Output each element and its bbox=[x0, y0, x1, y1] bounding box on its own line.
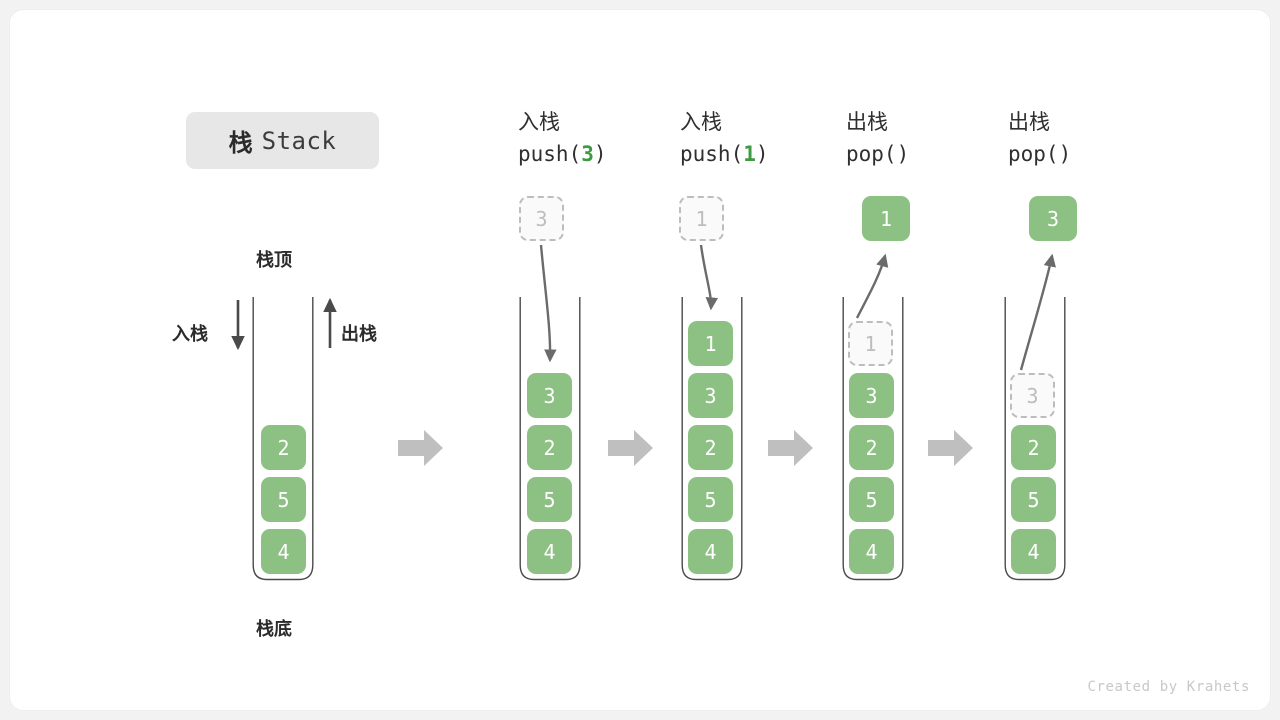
step-arrow-icon bbox=[608, 428, 654, 468]
stack-ghost-cell: 3 bbox=[1010, 373, 1055, 418]
stack-tube-pop-3 bbox=[1004, 297, 1066, 581]
stack-cell: 5 bbox=[849, 477, 894, 522]
pop-direction-label: 出栈 bbox=[341, 324, 377, 344]
incoming-ghost-cell: 3 bbox=[519, 196, 564, 241]
stack-cell: 2 bbox=[527, 425, 572, 470]
column-header-push-3: 入栈 push(3) bbox=[518, 108, 688, 170]
step-arrow-icon bbox=[398, 428, 444, 468]
stack-cell: 3 bbox=[688, 373, 733, 418]
column-header-pop-1: 出栈 pop() bbox=[846, 108, 1016, 170]
column-header-push-1: 入栈 push(1) bbox=[680, 108, 850, 170]
stack-tube-push-3 bbox=[519, 297, 581, 581]
stack-ghost-cell: 1 bbox=[848, 321, 893, 366]
code-suffix: ) bbox=[593, 142, 607, 166]
code-suffix: ) bbox=[896, 142, 910, 166]
stack-bottom-label: 栈底 bbox=[256, 619, 292, 639]
code-prefix: push( bbox=[680, 142, 744, 166]
column-header-title: 出栈 bbox=[1008, 111, 1050, 134]
stack-cell: 5 bbox=[1011, 477, 1056, 522]
stack-tube-pop-1 bbox=[842, 297, 904, 581]
stack-cell: 2 bbox=[1011, 425, 1056, 470]
stack-cell: 2 bbox=[261, 425, 306, 470]
stack-cell: 2 bbox=[688, 425, 733, 470]
code-prefix: push( bbox=[518, 142, 582, 166]
code-arg: 1 bbox=[743, 142, 756, 166]
column-header-title: 入栈 bbox=[518, 111, 560, 134]
stack-cell: 4 bbox=[1011, 529, 1056, 574]
step-arrow-icon bbox=[768, 428, 814, 468]
column-header-title: 入栈 bbox=[680, 111, 722, 134]
stack-tube-push-1 bbox=[681, 297, 743, 581]
column-header-code: pop() bbox=[846, 138, 1016, 170]
stack-cell: 5 bbox=[527, 477, 572, 522]
popped-cell: 1 bbox=[862, 196, 910, 241]
popped-cell: 3 bbox=[1029, 196, 1077, 241]
code-prefix: pop( bbox=[846, 142, 897, 166]
stack-cell: 1 bbox=[688, 321, 733, 366]
column-header-code: push(3) bbox=[518, 138, 688, 170]
title-english: Stack bbox=[261, 126, 337, 155]
stack-cell: 5 bbox=[261, 477, 306, 522]
stack-cell: 4 bbox=[261, 529, 306, 574]
stack-cell: 3 bbox=[849, 373, 894, 418]
column-header-pop-3: 出栈 pop() bbox=[1008, 108, 1178, 170]
incoming-ghost-cell: 1 bbox=[679, 196, 724, 241]
column-header-code: pop() bbox=[1008, 138, 1178, 170]
stack-cell: 5 bbox=[688, 477, 733, 522]
stack-tube-initial bbox=[252, 297, 314, 581]
push-direction-label: 入栈 bbox=[172, 324, 208, 344]
title-chinese: 栈 bbox=[228, 130, 253, 157]
step-arrow-icon bbox=[928, 428, 974, 468]
code-suffix: ) bbox=[755, 142, 769, 166]
stack-cell: 4 bbox=[849, 529, 894, 574]
code-suffix: ) bbox=[1058, 142, 1072, 166]
code-prefix: pop( bbox=[1008, 142, 1059, 166]
title-badge: 栈 Stack bbox=[186, 112, 379, 169]
stack-cell: 4 bbox=[527, 529, 572, 574]
stack-cell: 4 bbox=[688, 529, 733, 574]
stack-cell: 2 bbox=[849, 425, 894, 470]
column-header-code: push(1) bbox=[680, 138, 850, 170]
stack-top-label: 栈顶 bbox=[256, 250, 292, 270]
column-header-title: 出栈 bbox=[846, 111, 888, 134]
code-arg: 3 bbox=[581, 142, 594, 166]
stack-cell: 3 bbox=[527, 373, 572, 418]
credit-text: Created by Krahets bbox=[1087, 679, 1250, 695]
